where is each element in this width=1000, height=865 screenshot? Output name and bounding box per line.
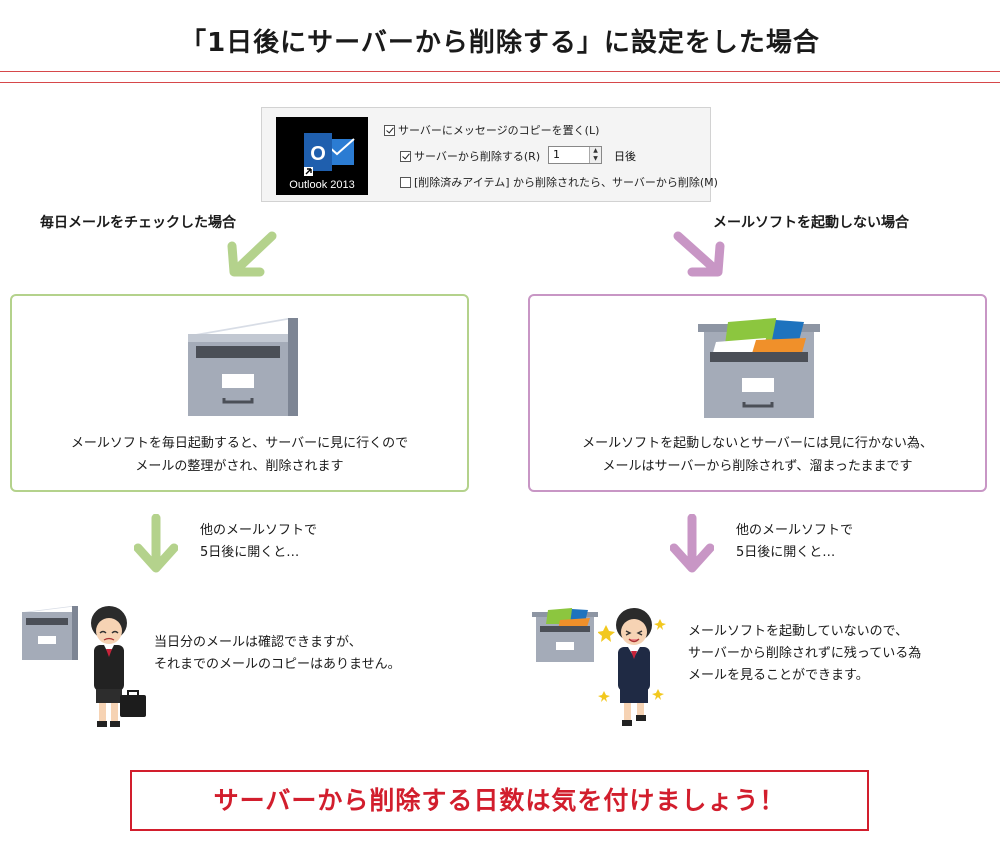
right-later-line2: 5日後に開くと… (736, 545, 836, 560)
right-later-note: 他のメールソフトで 5日後に開くと… (736, 520, 853, 564)
right-result-line1: メールソフトを起動していないので、 (688, 624, 909, 639)
left-caption: 毎日メールをチェックした場合 (40, 215, 236, 231)
outlook-logo-label: Outlook 2013 (289, 179, 355, 191)
title-rule-top (0, 71, 1000, 72)
right-result-note: メールソフトを起動していないので、 サーバーから削除されずに残っている為 メール… (688, 621, 921, 687)
option-remove-label: サーバーから削除する(R) (414, 150, 541, 163)
option-remove-when-deleted[interactable]: [削除済みアイテム] から削除されたら、サーバーから削除(M) (400, 174, 718, 190)
option-leave-copy[interactable]: サーバーにメッセージのコピーを置く(L) (384, 122, 599, 138)
right-box-line2: メールはサーバーから削除されず、溜まったままです (602, 459, 913, 474)
happy-student-icon (598, 608, 666, 726)
warning-banner: サーバーから削除する日数は気を付けましょう！ (130, 770, 869, 831)
option-remove-from-server[interactable]: サーバーから削除する(R) (400, 148, 540, 164)
purple-down-arrow-icon (670, 514, 714, 573)
empty-mailbox-icon (188, 318, 298, 416)
svg-text:O: O (310, 143, 326, 165)
small-full-mailbox-icon (532, 608, 598, 662)
green-diagonal-arrow-icon (227, 231, 277, 277)
left-result-line2: それまでのメールのコピーはありません。 (154, 657, 401, 672)
stepper-buttons[interactable]: ▲ ▼ (589, 147, 601, 163)
left-result-note: 当日分のメールは確認できますが、 それまでのメールのコピーはありません。 (154, 632, 401, 676)
left-later-line1: 他のメールソフトで (200, 523, 318, 538)
right-box-text: メールソフトを起動しないとサーバーには見に行かない為、 メールはサーバーから削除… (530, 432, 985, 478)
days-stepper-value: 1 (553, 148, 560, 161)
page-title: 「1日後にサーバーから削除する」に設定をした場合 (180, 28, 820, 58)
outlook-icon: O (304, 133, 355, 176)
left-box-line2: メールの整理がされ、削除されます (135, 459, 344, 474)
purple-diagonal-arrow-icon (673, 231, 725, 277)
left-box-line1: メールソフトを毎日起動すると、サーバーに見に行くので (70, 436, 409, 451)
left-box-text: メールソフトを毎日起動すると、サーバーに見に行くので メールの整理がされ、削除さ… (12, 432, 467, 478)
checkbox-leave-copy[interactable] (384, 124, 395, 136)
right-box-line1: メールソフトを起動しないとサーバーには見に行かない為、 (582, 436, 933, 451)
right-result-line3: メールを見ることができます。 (688, 668, 869, 683)
option-remove-when-deleted-label: [削除済みアイテム] から削除されたら、サーバーから削除(M) (414, 176, 718, 189)
days-stepper[interactable]: 1 ▲ ▼ (548, 146, 602, 164)
right-scenario-box: メールソフトを起動しないとサーバーには見に行かない為、 メールはサーバーから削除… (528, 294, 987, 492)
right-result-line2: サーバーから削除されずに残っている為 (688, 646, 922, 661)
full-mailbox-icon (698, 318, 820, 418)
left-later-line2: 5日後に開くと… (200, 545, 300, 560)
left-result-line1: 当日分のメールは確認できますが、 (154, 635, 362, 650)
outlook-settings-panel: O Outlook 2013 サーバーにメッセージのコピーを置く(L) サーバー… (261, 107, 718, 202)
left-scenario-box: メールソフトを毎日起動すると、サーバーに見に行くので メールの整理がされ、削除さ… (10, 294, 469, 492)
left-later-note: 他のメールソフトで 5日後に開くと… (200, 520, 317, 564)
outlook-logo: O Outlook 2013 (276, 117, 368, 195)
stepper-up-icon[interactable]: ▲ (590, 147, 601, 155)
checkbox-remove-from-server[interactable] (400, 150, 411, 162)
days-label: 日後 (614, 150, 636, 163)
small-empty-mailbox-icon (22, 606, 78, 660)
green-down-arrow-icon (134, 514, 178, 573)
right-caption: メールソフトを起動しない場合 (713, 215, 909, 231)
stepper-down-icon[interactable]: ▼ (590, 155, 601, 163)
checkbox-remove-when-deleted[interactable] (400, 176, 411, 188)
sad-student-icon (91, 606, 146, 727)
option-leave-copy-label: サーバーにメッセージのコピーを置く(L) (398, 124, 600, 137)
right-later-line1: 他のメールソフトで (736, 523, 854, 538)
title-rule-bottom (0, 82, 1000, 83)
